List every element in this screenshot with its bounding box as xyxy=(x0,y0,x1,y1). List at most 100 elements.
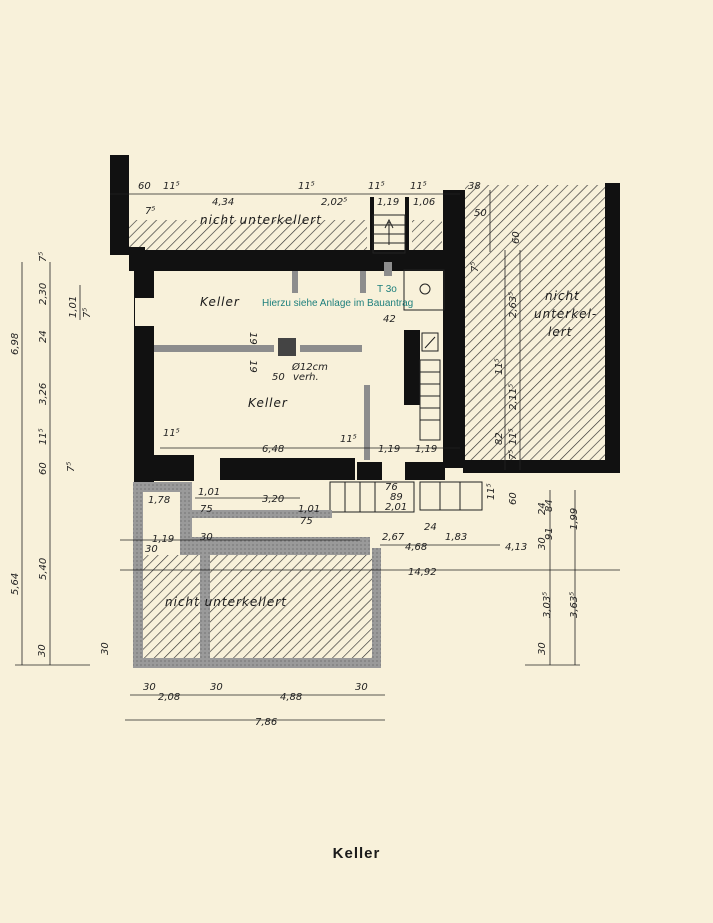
dim-left-outer-1: 6,98 xyxy=(10,333,21,355)
partition-walls xyxy=(135,262,392,460)
dim-inner-25: 4,13 xyxy=(505,542,527,553)
dim-inner-18: 1,78 xyxy=(148,495,170,506)
dim-right-14: 30 xyxy=(537,537,548,550)
dim-top-9: 1,06 xyxy=(413,197,435,208)
dim-inner-13: 1,01 xyxy=(198,487,220,498)
dim-inner-20: 30 xyxy=(200,532,213,543)
dim-right-12: 84 xyxy=(544,499,555,512)
room-label-unexcavated-right-3: lert xyxy=(548,325,573,339)
dim-left-inner-5: 11⁵ xyxy=(38,428,49,445)
dim-top-3: 4,34 xyxy=(212,197,234,208)
dim-right-8: 60 xyxy=(508,492,519,505)
dim-right-15: 3,03⁵ xyxy=(542,592,553,618)
lower-foundation-walls xyxy=(133,482,381,668)
unexcavated-area-top-right xyxy=(412,220,442,250)
unexcavated-area-top xyxy=(127,220,367,250)
dim-top-10: 38 xyxy=(468,181,481,192)
dim-top-5: 2,02⁵ xyxy=(321,197,347,208)
chimney-label-1: Ø12cm xyxy=(291,361,328,373)
dim-right-6: 11⁵ xyxy=(508,428,519,445)
dim-bottom-4: 4,88 xyxy=(280,692,302,703)
dim-inner-10: 76 xyxy=(385,482,398,493)
dim-inner-16: 1,01 xyxy=(298,504,320,515)
dim-right-4: 2,11⁵ xyxy=(508,384,519,410)
unexcavated-area-bottom xyxy=(137,555,375,658)
drawing-title: Keller xyxy=(332,845,381,862)
dim-inner-9: 1,19 xyxy=(415,444,437,455)
dim-top-12: 50 xyxy=(474,208,487,219)
dim-right-10: 24 xyxy=(537,502,548,515)
room-label-keller-lower: Keller xyxy=(248,396,288,410)
dim-inner-1: 19 xyxy=(247,332,258,345)
dim-inner-26: 14,92 xyxy=(408,567,437,578)
dim-inner-8: 1,19 xyxy=(378,444,400,455)
dim-right-2: 2,63⁵ xyxy=(508,292,519,318)
dim-inner-14: 75 xyxy=(200,504,213,515)
dim-inner-2: 19 xyxy=(247,360,258,373)
dim-top-1: 60 xyxy=(138,181,151,192)
dim-inner-21: 2,67 xyxy=(382,532,405,543)
dim-inner-19: 1,19 xyxy=(152,534,174,545)
room-label-keller-upper: Keller xyxy=(200,295,240,309)
dim-top-8: 11⁵ xyxy=(410,181,427,192)
dim-left-small-3: 7⁵ xyxy=(82,308,93,318)
room-label-unexcavated-bottom: nicht unterkellert xyxy=(165,595,287,609)
dim-inner-4: 42 xyxy=(383,314,396,325)
dim-top-7: 1,19 xyxy=(377,197,399,208)
dimension-lines xyxy=(15,190,620,721)
dim-bottom-2: 2,08 xyxy=(158,692,180,703)
dim-left-inner-4: 60 xyxy=(38,462,49,475)
dim-bottom-1: 30 xyxy=(143,682,156,693)
dim-right-13: 1,99 xyxy=(569,508,580,530)
dim-right-17: 30 xyxy=(537,642,548,655)
dim-inner-3: 50 xyxy=(272,372,285,383)
dim-left-inner-7: 30 xyxy=(100,642,111,655)
entrance-steps xyxy=(329,481,483,513)
room-label-unexcavated-right-1: nicht xyxy=(545,289,580,303)
dim-right-11: 91 xyxy=(544,527,555,540)
dim-inner-15: 3,20 xyxy=(262,494,284,505)
dim-bottom-6: 7,86 xyxy=(255,717,277,728)
dim-left-outer-2: 5,64 xyxy=(10,573,21,595)
dim-inner-12: 2,01 xyxy=(385,502,407,513)
dim-right-1: 7⁵ xyxy=(470,262,481,272)
stairs xyxy=(372,214,445,441)
dim-right-5: 82 xyxy=(494,432,505,445)
dim-bottom-5: 30 xyxy=(355,682,368,693)
room-label-unexcavated-top: nicht unterkellert xyxy=(200,213,322,227)
dim-inner-24: 4,68 xyxy=(405,542,427,553)
dim-inner-7: 11⁵ xyxy=(340,434,357,445)
dim-top-11: 7⁵ xyxy=(145,206,155,217)
dim-top-13: 60 xyxy=(511,231,522,244)
dim-inner-27: 30 xyxy=(145,544,158,555)
dim-right-9: 11⁵ xyxy=(486,483,497,500)
dim-left-inner-6: 5,40 xyxy=(38,558,49,580)
stamp-code: T 3o xyxy=(377,284,397,295)
unexcavated-area-right xyxy=(465,185,605,465)
dim-left-small-2: 1,01 xyxy=(68,296,79,318)
dim-left-inner-1: 2,30 xyxy=(38,283,49,305)
dim-top-6: 11⁵ xyxy=(368,181,385,192)
dim-right-16: 3,63⁵ xyxy=(569,592,580,618)
dim-top-2: 11⁵ xyxy=(163,181,180,192)
dim-right-3: 11⁵ xyxy=(494,358,505,375)
dim-left-outer-3: 30 xyxy=(37,644,48,657)
dim-left-inner-3: 3,26 xyxy=(38,383,49,405)
dim-top-4: 11⁵ xyxy=(298,181,315,192)
chimney-label-2: verh. xyxy=(293,372,319,383)
dim-inner-22: 24 xyxy=(424,522,437,533)
dim-left-inner-2: 24 xyxy=(38,330,49,343)
dim-left-small-4: 7⁵ xyxy=(66,462,77,472)
dim-right-7: 7⁵ xyxy=(508,450,519,460)
dim-inner-17: 75 xyxy=(300,516,313,527)
dim-inner-11: 89 xyxy=(390,492,403,503)
room-label-unexcavated-right-2: unterkel- xyxy=(534,307,597,321)
dim-inner-5: 11⁵ xyxy=(163,428,180,439)
stamp-note: Hierzu siehe Anlage im Bauantrag xyxy=(262,298,413,309)
dim-bottom-3: 30 xyxy=(210,682,223,693)
dim-inner-23: 1,83 xyxy=(445,532,467,543)
dim-left-small-1: 7⁵ xyxy=(38,252,49,262)
dim-inner-6: 6,48 xyxy=(262,444,284,455)
